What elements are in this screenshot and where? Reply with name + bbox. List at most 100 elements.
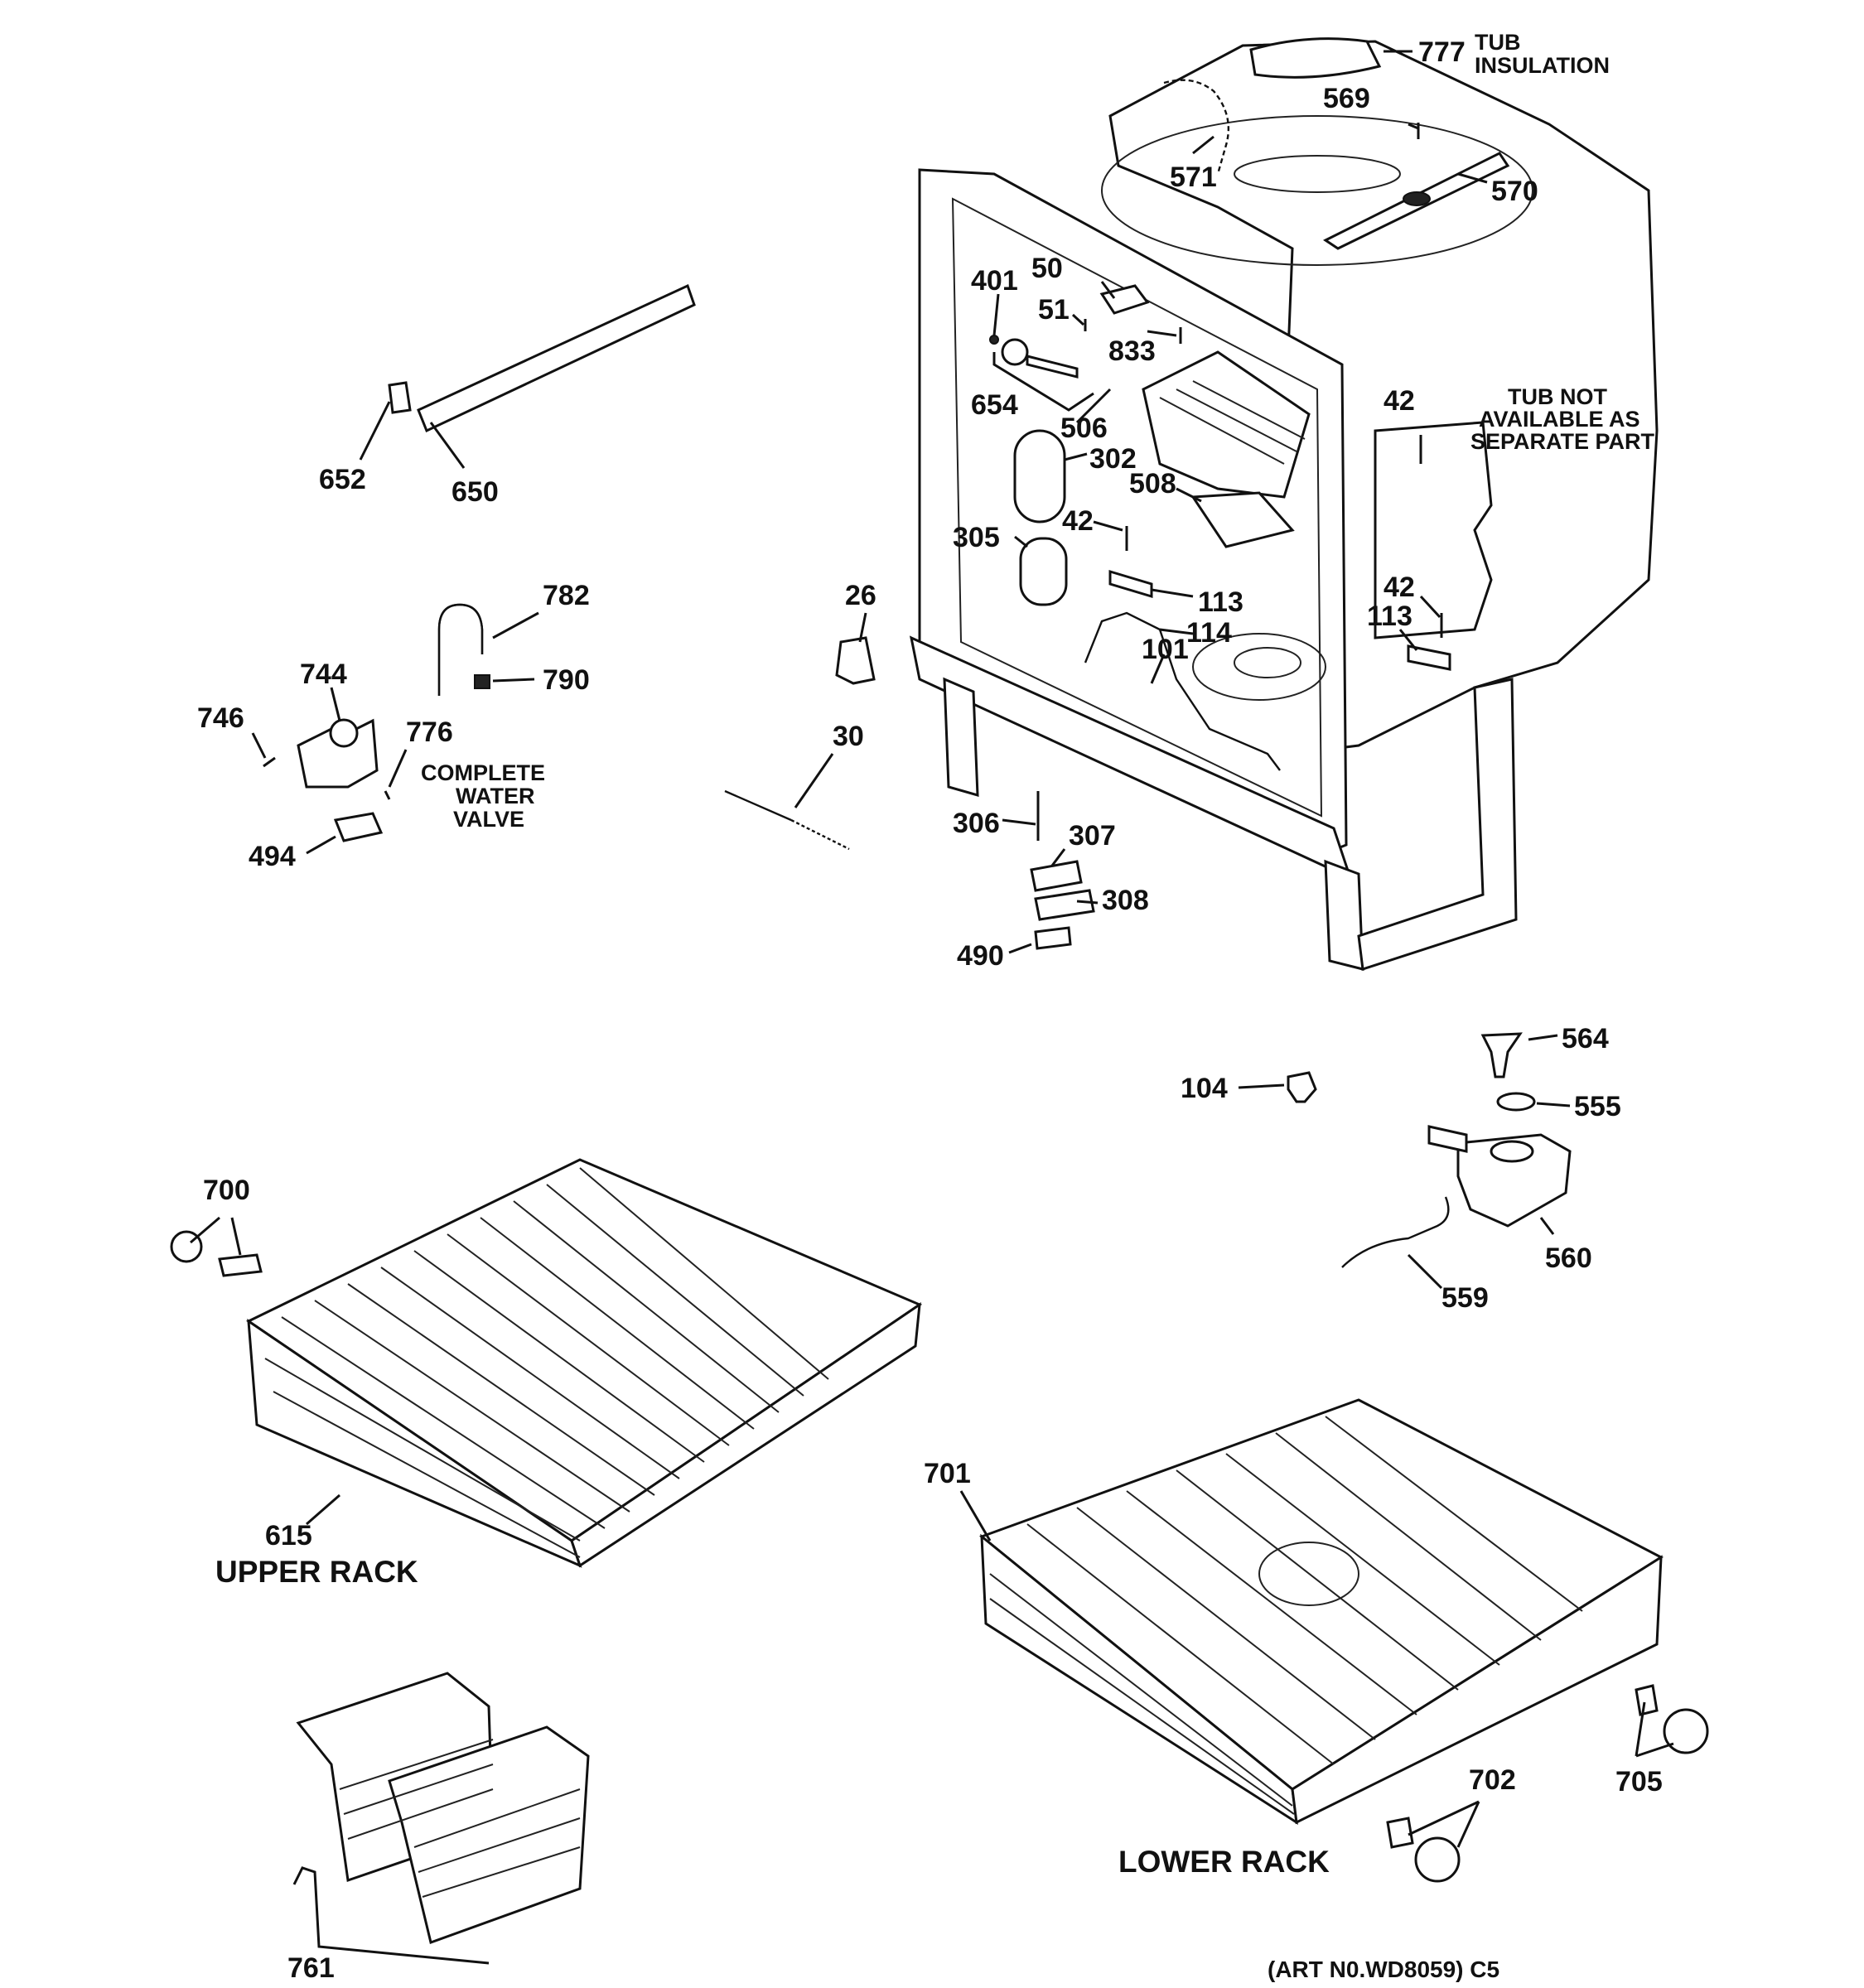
part-50-bracket: [1099, 284, 1150, 315]
caption-art-no: (ART N0.WD8059) C5: [1268, 1957, 1499, 1982]
tub-body: [1108, 40, 1659, 755]
label-42-a: 42: [1384, 385, 1415, 417]
label-113-b: 113: [1367, 601, 1412, 632]
label-104: 104: [1181, 1073, 1228, 1104]
label-401: 401: [971, 265, 1018, 297]
label-761: 761: [287, 1952, 335, 1984]
part-401-stud: [989, 335, 999, 345]
part-705-roller: [1663, 1708, 1709, 1754]
upper-rack-side: [570, 1301, 921, 1568]
part-labels: 777 569 571 570 401 50 51 833 654 506 42…: [197, 36, 1663, 1984]
part-746-screw: [263, 756, 276, 768]
label-50: 50: [1031, 253, 1063, 284]
label-701: 701: [924, 1458, 971, 1489]
leader-lines: [190, 50, 1674, 1965]
label-652: 652: [319, 464, 366, 495]
tub-sump: [1192, 633, 1326, 701]
label-42-b: 42: [1062, 505, 1094, 537]
caption-tub-insulation-2: INSULATION: [1475, 53, 1610, 78]
tub-assembly: [909, 37, 1659, 971]
part-790-clamp: [474, 674, 490, 689]
part-615-upper-rack: [246, 1158, 923, 1568]
part-101-heater: [1084, 611, 1281, 771]
label-569: 569: [1323, 83, 1370, 114]
label-307: 307: [1069, 820, 1116, 852]
label-506: 506: [1060, 413, 1108, 444]
tub-leg-front: [1324, 859, 1364, 971]
part-506-actuator: [1026, 355, 1079, 379]
part-702-roller: [1414, 1836, 1461, 1883]
lower-rack-center-ring: [1258, 1542, 1359, 1606]
part-307-switch: [1030, 860, 1083, 892]
captions: TUB INSULATION TUB NOT AVAILABLE AS SEPA…: [215, 30, 1655, 1982]
tub-leg-left: [943, 677, 979, 798]
pump-port: [1490, 1140, 1534, 1163]
label-42-c: 42: [1384, 572, 1415, 603]
label-746: 746: [197, 702, 244, 734]
label-650: 650: [452, 476, 499, 508]
part-302-cylinder: [1013, 429, 1066, 524]
label-654: 654: [971, 389, 1018, 421]
part-571-hose: [1163, 79, 1229, 175]
label-615: 615: [265, 1520, 312, 1551]
label-302: 302: [1089, 443, 1137, 475]
part-508-basket: [1190, 491, 1295, 548]
part-308-switch: [1034, 889, 1095, 921]
tub-leg-right: [1357, 678, 1518, 971]
label-564: 564: [1562, 1023, 1609, 1054]
label-114: 114: [1186, 617, 1232, 649]
caption-tub-1: TUB: [1475, 30, 1521, 55]
part-700-clip: [218, 1253, 263, 1277]
label-306: 306: [953, 808, 1000, 839]
caption-upper-rack: UPPER RACK: [215, 1555, 418, 1589]
label-790: 790: [543, 664, 590, 696]
tub-inner-frame: [951, 197, 1323, 818]
part-30-spring-wire: [724, 789, 792, 822]
part-30-spring-coil: [790, 818, 850, 851]
part-26-latch: [835, 636, 876, 685]
label-51: 51: [1038, 294, 1070, 326]
upper-rack-tines: [281, 1167, 829, 1529]
label-490: 490: [957, 940, 1004, 972]
part-555-o-ring: [1496, 1092, 1536, 1112]
part-652-end-cap: [388, 381, 412, 414]
label-508: 508: [1129, 468, 1176, 499]
part-654-knob: [1001, 338, 1029, 366]
spray-arm-hub: [1403, 191, 1431, 206]
tub-top-ring: [1234, 155, 1401, 193]
part-564-float: [1480, 1032, 1523, 1078]
upper-rack-front-wires: [264, 1358, 581, 1558]
label-702: 702: [1469, 1764, 1516, 1796]
label-560: 560: [1545, 1242, 1592, 1274]
label-26: 26: [845, 580, 876, 611]
part-702-clip: [1386, 1817, 1414, 1849]
caption-water-valve-2: WATER: [456, 784, 535, 808]
caption-water-valve-1: COMPLETE: [421, 760, 545, 785]
lower-rack-side: [1291, 1555, 1663, 1825]
part-113-bracket-a: [1108, 569, 1153, 599]
tub-sump-ring: [1234, 647, 1301, 678]
part-305-cylinder: [1019, 537, 1068, 606]
pump-nozzle: [1427, 1125, 1468, 1153]
caption-tub-not-3: SEPARATE PART: [1470, 429, 1655, 454]
lower-rack-front-wires: [989, 1573, 1295, 1815]
caption-tub-not-2: AVAILABLE AS: [1479, 407, 1640, 432]
label-571: 571: [1170, 162, 1217, 193]
label-30: 30: [833, 721, 864, 752]
part-650-rail: [417, 283, 696, 433]
part-559-hose: [1341, 1196, 1450, 1268]
label-555: 555: [1574, 1091, 1621, 1122]
label-570: 570: [1491, 176, 1538, 207]
lower-rack-wires: [1026, 1416, 1583, 1765]
part-560-pump: [1456, 1133, 1572, 1228]
part-761-basket: [296, 1672, 590, 1944]
label-305: 305: [953, 522, 1000, 553]
basket-right: [388, 1725, 590, 1944]
part-490-switch: [1034, 926, 1072, 950]
part-701-lower-rack: [978, 1398, 1664, 1825]
caption-tub-not-1: TUB NOT: [1508, 384, 1607, 409]
tub-top-contour: [1101, 115, 1533, 266]
label-782: 782: [543, 580, 590, 611]
part-705-clip: [1635, 1684, 1659, 1716]
